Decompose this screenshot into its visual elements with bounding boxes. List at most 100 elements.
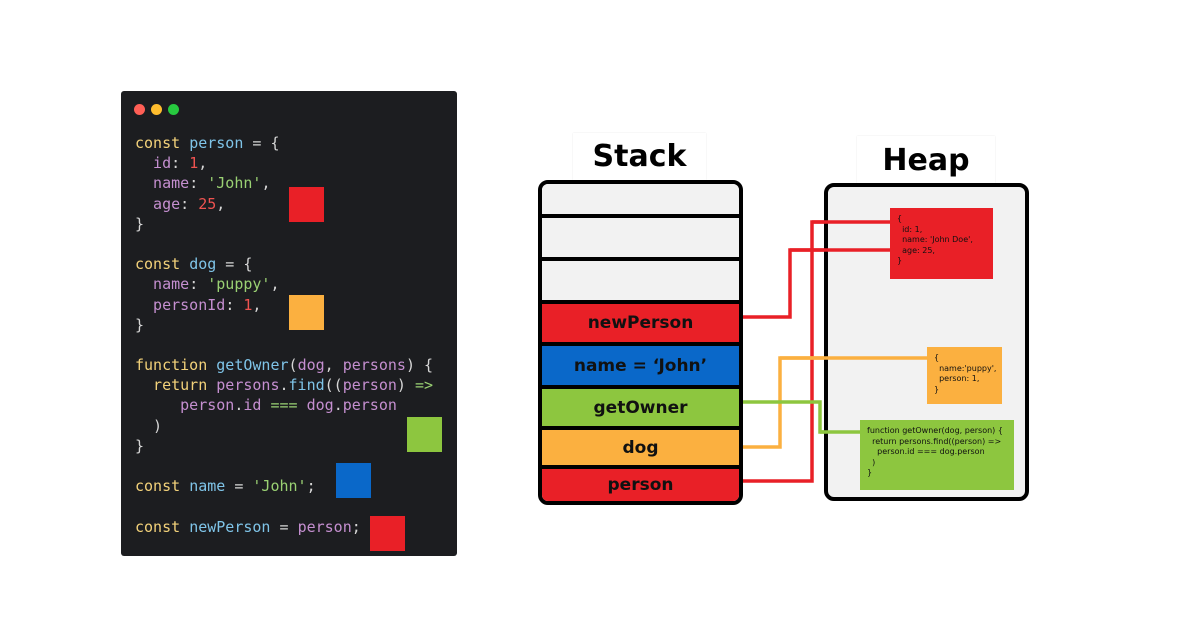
stack-slot-label: name = ‘John’ — [573, 355, 708, 376]
code-line: const name = 'John'; — [135, 476, 433, 496]
code-token: const — [135, 134, 190, 152]
code-block: const person = { id: 1, name: 'John', ag… — [135, 133, 433, 537]
heap-person-object: { id: 1, name: 'John Doe', age: 25, } — [890, 208, 993, 279]
code-line: personId: 1, — [135, 295, 433, 315]
code-line: name: 'puppy', — [135, 274, 433, 294]
code-line: ) — [135, 416, 433, 436]
code-line: age: 25, — [135, 194, 433, 214]
code-token: function — [135, 356, 217, 375]
code-token: , — [270, 275, 280, 294]
stack-slot-label: newPerson — [587, 313, 694, 333]
code-token: : — [171, 154, 190, 173]
code-token: ; — [306, 477, 316, 496]
window-controls — [134, 104, 179, 115]
code-token: 25 — [198, 194, 217, 213]
code-token: dog — [189, 255, 217, 274]
code-token: === — [261, 396, 307, 415]
code-token: : — [225, 295, 244, 314]
newperson-swatch — [370, 516, 405, 551]
code-token: : — [189, 275, 208, 294]
stack-slot-label: getOwner — [593, 397, 688, 418]
heap-getowner-object: function getOwner(dog, person) { return … — [860, 420, 1014, 490]
code-line: } — [135, 315, 433, 335]
stack-slot-name: name = ‘John’ — [542, 346, 739, 389]
getowner-swatch — [407, 417, 442, 452]
stack-title: Stack — [573, 133, 706, 180]
minimize-dot-icon[interactable] — [151, 104, 162, 115]
code-token: newPerson — [189, 517, 271, 536]
code-token: id — [135, 154, 172, 173]
code-token: , — [324, 356, 343, 375]
code-token: : — [180, 194, 199, 213]
code-line: } — [135, 436, 433, 456]
code-token: , — [216, 194, 226, 213]
code-token: name — [135, 174, 190, 193]
code-token: = { — [243, 134, 280, 152]
code-token: age — [135, 194, 181, 213]
stack-slot-newperson: newPerson — [542, 304, 739, 346]
code-token: personId — [135, 295, 226, 314]
code-token: ; — [351, 517, 361, 536]
code-token: = — [270, 517, 298, 536]
code-line: } — [135, 214, 433, 234]
stack-slot-dog: dog — [542, 430, 739, 469]
heap-dog-object: { name:'puppy', person: 1, } — [927, 347, 1002, 404]
code-token: persons — [216, 376, 280, 395]
code-line: function getOwner(dog, persons) { — [135, 355, 433, 375]
code-token: => — [414, 376, 434, 395]
code-token: name — [135, 275, 190, 294]
code-token: person — [342, 396, 397, 415]
code-token: getOwner — [216, 356, 289, 375]
code-line: const newPerson = person; — [135, 517, 433, 537]
code-token: . — [279, 376, 289, 395]
maximize-dot-icon[interactable] — [168, 104, 179, 115]
code-token: ) — [135, 416, 163, 435]
code-token: ( — [288, 356, 298, 375]
stack-slot-person: person — [542, 469, 739, 501]
person-swatch — [289, 187, 324, 222]
code-token: , — [198, 154, 208, 173]
code-window: const person = { id: 1, name: 'John', ag… — [121, 91, 457, 556]
stack-slot-label: person — [607, 475, 674, 495]
code-token: = — [225, 477, 253, 496]
code-token: } — [135, 436, 145, 455]
code-token: const — [135, 477, 190, 496]
code-line: person.id === dog.person — [135, 395, 433, 415]
code-token: const — [135, 517, 190, 536]
code-token: find — [288, 376, 325, 395]
close-dot-icon[interactable] — [134, 104, 145, 115]
code-token: 'puppy' — [207, 275, 271, 294]
code-token: 1 — [243, 295, 253, 314]
code-token: person — [342, 376, 397, 395]
code-token: ) { — [405, 356, 434, 375]
code-line: const dog = { — [135, 254, 433, 274]
code-token: . — [234, 396, 244, 415]
code-token: . — [333, 396, 343, 415]
code-token: = { — [216, 255, 253, 274]
code-token: 'John' — [207, 174, 262, 193]
code-line: const person = { — [135, 133, 433, 153]
stack-slot-getowner: getOwner — [542, 389, 739, 430]
stack-slot-label: dog — [622, 437, 659, 458]
code-token: persons — [342, 356, 406, 375]
stack-slot-empty — [542, 218, 739, 261]
heap-title: Heap — [857, 136, 995, 183]
code-token: return — [135, 376, 217, 395]
code-token: : — [189, 174, 208, 193]
code-token: (( — [324, 376, 343, 395]
code-token: person — [135, 396, 235, 415]
code-token: person — [189, 134, 244, 152]
code-line: id: 1, — [135, 153, 433, 173]
stack-slot-empty — [542, 184, 739, 218]
code-token: const — [135, 255, 190, 274]
code-token: name — [189, 477, 226, 496]
code-token: person — [297, 517, 352, 536]
code-token: id — [243, 396, 262, 415]
code-token: , — [261, 174, 271, 193]
code-token: 'John' — [252, 477, 307, 496]
code-token: } — [135, 315, 145, 334]
code-token: , — [252, 295, 262, 314]
code-token: dog — [306, 396, 334, 415]
code-token: } — [135, 214, 145, 233]
